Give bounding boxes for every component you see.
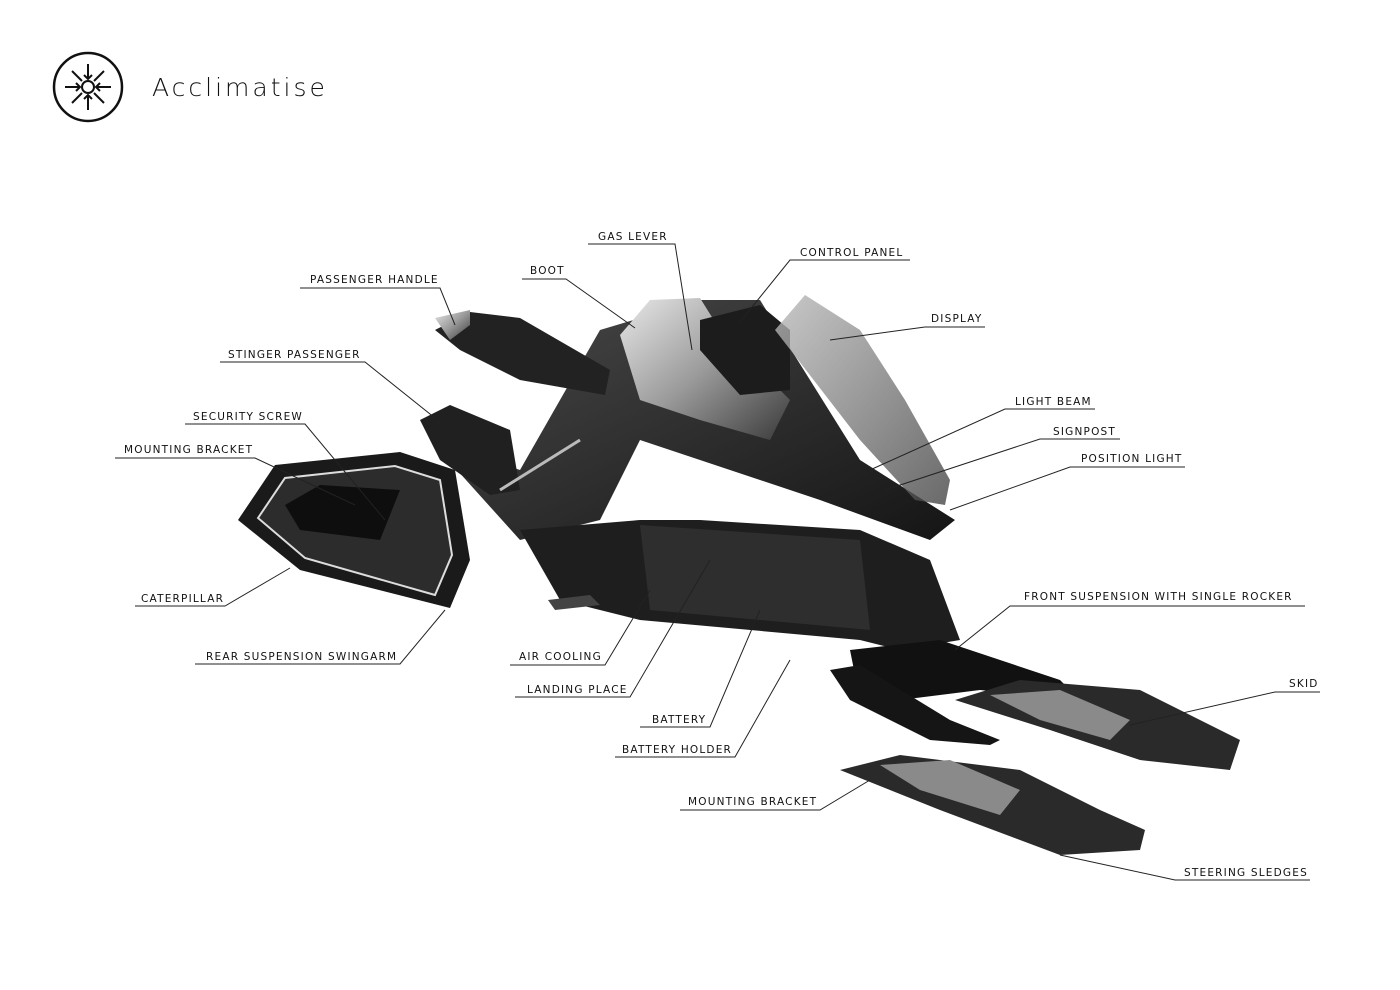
passenger-handle xyxy=(435,310,470,340)
brand-name: Acclimatise xyxy=(152,73,328,102)
label-rear-suspension-swingarm: REAR SUSPENSION SWINGARM xyxy=(206,651,397,663)
seat xyxy=(435,312,610,395)
callout-position-light: POSITION LIGHT xyxy=(949,453,1185,511)
callout-mounting-bracket-front: MOUNTING BRACKET xyxy=(680,779,871,811)
label-security-screw: SECURITY SCREW xyxy=(193,411,303,423)
stinger xyxy=(420,405,520,495)
control-panel xyxy=(700,305,790,395)
label-stinger-passenger: STINGER PASSENGER xyxy=(228,349,361,361)
label-control-panel: CONTROL PANEL xyxy=(800,247,903,259)
label-front-suspension: FRONT SUSPENSION WITH SINGLE ROCKER xyxy=(1024,591,1293,603)
main-body xyxy=(430,300,955,540)
boot xyxy=(620,298,790,440)
label-gas-lever: GAS LEVER xyxy=(598,231,668,243)
callout-skid: SKID xyxy=(1129,678,1320,726)
callout-stinger-passenger: STINGER PASSENGER xyxy=(220,349,451,431)
label-display: DISPLAY xyxy=(931,313,982,325)
callout-display: DISPLAY xyxy=(829,313,985,341)
callouts: GAS LEVER BOOT CONTROL PANEL PASSENGER H… xyxy=(115,231,1320,881)
callout-front-suspension: FRONT SUSPENSION WITH SINGLE ROCKER xyxy=(954,591,1305,651)
label-air-cooling: AIR COOLING xyxy=(519,651,602,663)
callout-air-cooling: AIR COOLING xyxy=(510,589,651,666)
brand-logo: Acclimatise xyxy=(52,51,328,123)
label-signpost: SIGNPOST xyxy=(1053,426,1116,438)
callout-battery: BATTERY xyxy=(640,609,761,728)
callout-mounting-bracket-rear: MOUNTING BRACKET xyxy=(115,444,356,506)
callout-signpost: SIGNPOST xyxy=(884,426,1120,491)
label-landing-place: LANDING PLACE xyxy=(527,684,628,696)
callout-light-beam: LIGHT BEAM xyxy=(869,396,1095,471)
label-mounting-bracket-rear: MOUNTING BRACKET xyxy=(124,444,253,456)
callout-steering-sledges: STEERING SLEDGES xyxy=(1059,854,1310,881)
callout-boot: BOOT xyxy=(522,265,636,329)
label-position-light: POSITION LIGHT xyxy=(1081,453,1183,465)
display-windshield xyxy=(775,295,950,505)
snowmobile-illustration xyxy=(238,295,1240,855)
label-battery-holder: BATTERY HOLDER xyxy=(622,744,732,756)
callout-landing-place: LANDING PLACE xyxy=(515,559,711,698)
callout-rear-suspension-swingarm: REAR SUSPENSION SWINGARM xyxy=(195,609,446,665)
label-mounting-bracket-front: MOUNTING BRACKET xyxy=(688,796,817,808)
label-boot: BOOT xyxy=(530,265,565,277)
snowflake-arrows-icon xyxy=(52,51,124,123)
callout-control-panel: CONTROL PANEL xyxy=(739,247,910,323)
label-skid: SKID xyxy=(1289,678,1319,690)
label-light-beam: LIGHT BEAM xyxy=(1015,396,1092,408)
label-passenger-handle: PASSENGER HANDLE xyxy=(310,274,439,286)
label-battery: BATTERY xyxy=(652,714,706,726)
label-steering-sledges: STEERING SLEDGES xyxy=(1184,867,1308,879)
callout-battery-holder: BATTERY HOLDER xyxy=(615,659,791,758)
callout-passenger-handle: PASSENGER HANDLE xyxy=(300,274,456,326)
label-caterpillar: CATERPILLAR xyxy=(141,593,224,605)
callout-gas-lever: GAS LEVER xyxy=(588,231,693,351)
callout-caterpillar: CATERPILLAR xyxy=(135,567,291,607)
callout-security-screw: SECURITY SCREW xyxy=(185,411,386,521)
